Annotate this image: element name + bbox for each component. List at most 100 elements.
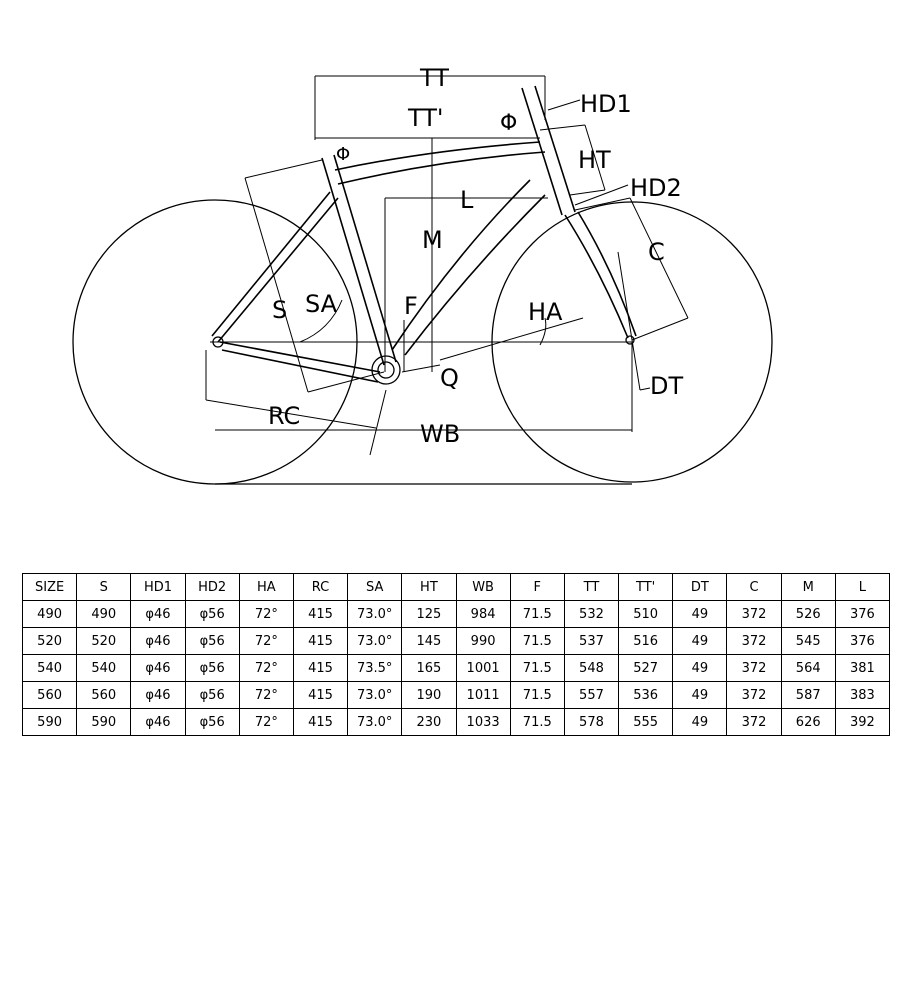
table-cell: 490 <box>21 600 78 628</box>
table-cell: φ56 <box>184 654 240 682</box>
frame <box>211 85 637 383</box>
label-wb: WB <box>420 420 460 448</box>
table-cell: 381 <box>834 654 891 682</box>
table-cell: 49 <box>672 708 728 736</box>
column-header: HD1 <box>130 573 186 601</box>
table-cell: 73.0° <box>347 681 403 709</box>
column-header: S <box>76 573 132 601</box>
table-cell: 71.5 <box>509 627 565 655</box>
column-header: RC <box>292 573 349 601</box>
table-cell: 372 <box>726 681 782 709</box>
table-cell: φ56 <box>184 681 240 709</box>
column-header: L <box>834 573 891 601</box>
table-cell: 145 <box>401 627 457 655</box>
column-header: DT <box>672 573 728 601</box>
table-cell: 578 <box>563 708 620 736</box>
label-rc: RC <box>268 402 300 430</box>
table-cell: 392 <box>834 708 891 736</box>
table-cell: 125 <box>401 600 457 628</box>
table-cell: 415 <box>292 681 349 709</box>
table-cell: 1001 <box>455 654 511 682</box>
bottom-bracket <box>371 355 401 385</box>
label-q: Q <box>440 364 459 392</box>
table-cell: 71.5 <box>509 654 565 682</box>
table-cell: 165 <box>401 654 457 682</box>
table-cell: φ46 <box>130 681 186 709</box>
diagram-labels: TT TT' HD1 HT HD2 L M C S SA F HA Q DT R… <box>268 64 683 448</box>
table-cell: 587 <box>780 681 836 709</box>
table-cell: 415 <box>292 627 349 655</box>
label-sa: SA <box>305 290 338 318</box>
label-phi-head: Φ <box>500 111 517 136</box>
column-header: SA <box>347 573 403 601</box>
table-cell: φ46 <box>130 627 186 655</box>
table-cell: 537 <box>563 627 620 655</box>
label-f: F <box>404 292 418 320</box>
table-cell: 557 <box>563 681 620 709</box>
table-cell: 415 <box>292 654 349 682</box>
table-cell: 590 <box>76 708 132 736</box>
table-cell: 1011 <box>455 681 511 709</box>
table-cell: 532 <box>563 600 620 628</box>
table-cell: 626 <box>780 708 836 736</box>
label-hd2: HD2 <box>630 174 682 202</box>
label-tt-prime: TT' <box>407 104 444 132</box>
table-cell: 376 <box>834 600 891 628</box>
label-dt: DT <box>650 372 683 400</box>
table-cell: 372 <box>726 600 782 628</box>
table-cell: φ56 <box>184 708 240 736</box>
label-l: L <box>460 186 474 214</box>
table-cell: 230 <box>401 708 457 736</box>
table-cell: 527 <box>618 654 674 682</box>
table-cell: 536 <box>618 681 674 709</box>
table-cell: φ56 <box>184 627 240 655</box>
column-header: HA <box>238 573 294 601</box>
table-cell: 376 <box>834 627 891 655</box>
table-cell: 540 <box>21 654 78 682</box>
column-header: WB <box>455 573 511 601</box>
table-cell: 73.5° <box>347 654 403 682</box>
column-header: M <box>780 573 836 601</box>
table-cell: 564 <box>780 654 836 682</box>
table-cell: 72° <box>238 681 294 709</box>
column-header: TT <box>563 573 620 601</box>
label-ha: HA <box>528 298 563 326</box>
table-cell: 372 <box>726 708 782 736</box>
table-cell: 71.5 <box>509 600 565 628</box>
table-cell: 510 <box>618 600 674 628</box>
table-cell: 415 <box>292 600 349 628</box>
table-cell: 49 <box>672 681 728 709</box>
dimension-lines <box>205 75 689 456</box>
table-cell: φ46 <box>130 708 186 736</box>
table-cell: 415 <box>292 708 349 736</box>
table-cell: 72° <box>238 654 294 682</box>
bike-geometry-diagram: TT TT' HD1 HT HD2 L M C S SA F HA Q DT R… <box>72 64 773 485</box>
table-cell: 590 <box>21 708 78 736</box>
table-cell: 72° <box>238 708 294 736</box>
label-ht: HT <box>578 146 611 174</box>
table-cell: 72° <box>238 600 294 628</box>
table-cell: 516 <box>618 627 674 655</box>
table-cell: 520 <box>21 627 78 655</box>
table-cell: 990 <box>455 627 511 655</box>
table-cell: 72° <box>238 627 294 655</box>
label-hd1: HD1 <box>580 90 632 118</box>
table-cell: 545 <box>780 627 836 655</box>
table-cell: 560 <box>21 681 78 709</box>
table-cell: 555 <box>618 708 674 736</box>
column-header: SIZE <box>21 573 78 601</box>
table-cell: 71.5 <box>509 681 565 709</box>
column-header: F <box>509 573 565 601</box>
table-cell: 372 <box>726 654 782 682</box>
label-c: C <box>648 238 665 266</box>
table-cell: 520 <box>76 627 132 655</box>
table-cell: 73.0° <box>347 627 403 655</box>
label-m: M <box>422 226 443 254</box>
